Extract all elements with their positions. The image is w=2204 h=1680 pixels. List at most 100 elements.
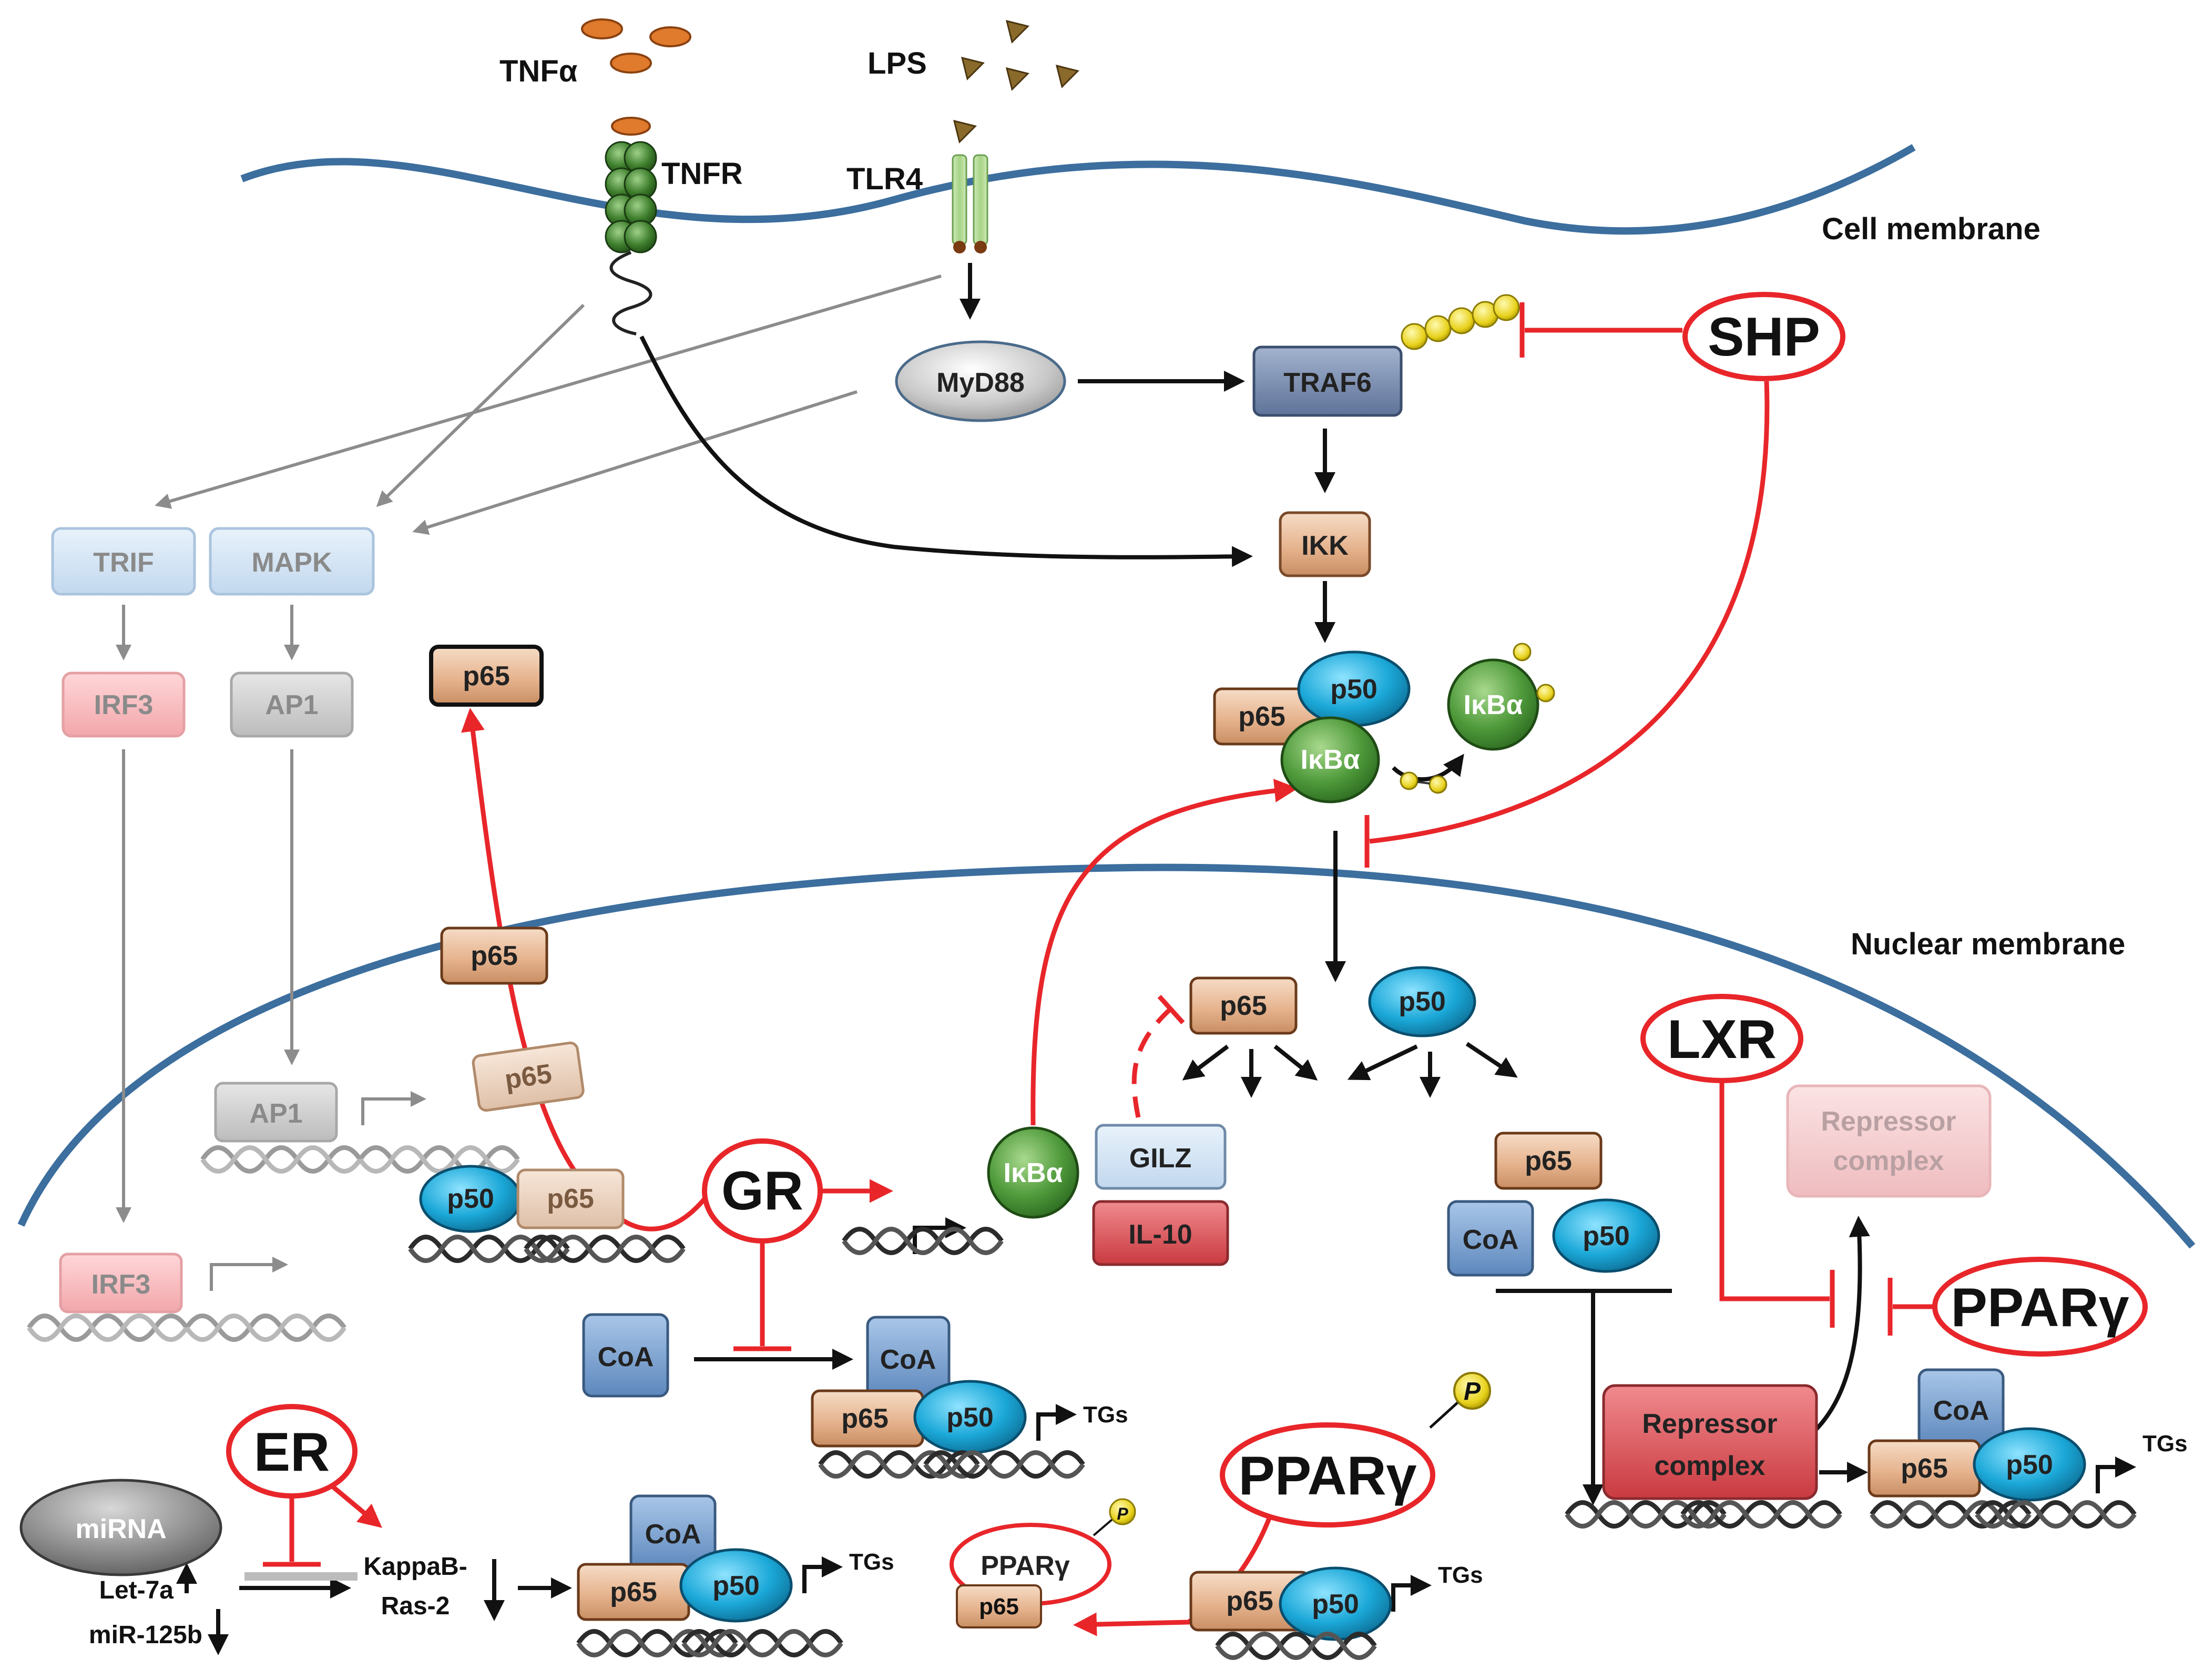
tnfa-ligands	[581, 18, 691, 136]
gilz-node	[1095, 1124, 1227, 1190]
ap1-label: AP1	[265, 690, 318, 720]
p65-dna-faded	[516, 1168, 625, 1229]
irf3-label: IRF3	[94, 690, 154, 720]
p50-right-label: p50	[1583, 1221, 1630, 1251]
coa-free-label: CoA	[598, 1342, 654, 1372]
ikba-complex-label: IκBα	[1301, 745, 1360, 775]
p50-complex-label: p50	[1330, 674, 1377, 705]
tlr4-label: TLR4	[846, 162, 923, 196]
gr-dna-a	[410, 1237, 568, 1261]
p65-bottom-label: p65	[610, 1577, 657, 1607]
p65-nuclear-pore	[440, 926, 548, 985]
p50-pparg-label: p50	[1312, 1589, 1359, 1620]
cell-membrane	[240, 144, 1916, 235]
mapk-label: MAPK	[251, 547, 332, 578]
p50-right-node	[1552, 1198, 1660, 1273]
ikk-node	[1279, 511, 1371, 577]
irf3-nuclear-node	[59, 1253, 183, 1314]
traf6-label: TRAF6	[1283, 368, 1372, 398]
repressor-faded-line1: Repressor	[1821, 1106, 1956, 1137]
mirna-label: miRNA	[75, 1514, 166, 1544]
p65-dna-faded-label: p65	[547, 1184, 594, 1214]
irf3-dna	[29, 1316, 187, 1340]
traf6-node	[1252, 345, 1403, 417]
pparg-phosphate	[1453, 1372, 1491, 1410]
cell-membrane-label: Cell membrane	[1822, 212, 2040, 246]
p65-nuclear-faded	[472, 1041, 585, 1112]
ap1-nuclear-node	[214, 1082, 338, 1143]
pparg-small-p-stem	[1093, 1519, 1113, 1536]
repressor-active-node	[1602, 1384, 1818, 1500]
p65-right-label: p65	[1525, 1146, 1572, 1176]
ap1-nuclear-label: AP1	[249, 1098, 302, 1129]
pparg-center-ring	[1220, 1422, 1435, 1528]
irf3-node	[62, 671, 186, 738]
lps-label: LPS	[868, 46, 927, 80]
pparg-center-label: PPARγ	[1238, 1445, 1416, 1506]
coa-target-label: CoA	[880, 1345, 936, 1375]
p65-nuclear-free	[1189, 976, 1298, 1035]
shp-label: SHP	[1708, 307, 1820, 368]
mapk-node	[209, 527, 375, 596]
myd88-label: MyD88	[936, 368, 1025, 398]
irf3-nuclear-label: IRF3	[91, 1269, 151, 1300]
pparg-dna	[1217, 1634, 1375, 1658]
er-label: ER	[254, 1422, 330, 1483]
phosphate-pair	[1400, 771, 1447, 794]
il10-label: IL-10	[1128, 1219, 1192, 1250]
coa-far-label: CoA	[1933, 1396, 1989, 1426]
pparg-small-phosphate-label: P	[1117, 1504, 1128, 1523]
ikba-phosphates	[1513, 643, 1555, 702]
faded-pathway-arrows	[116, 274, 942, 1291]
p65-cytoplasm-label: p65	[463, 661, 510, 691]
ikba-phosphorylated-node	[1447, 658, 1539, 751]
ap1-dna-b	[360, 1148, 518, 1172]
tnfr-receptor	[605, 141, 657, 335]
mirna-bar	[244, 1572, 358, 1581]
p65-exported-small	[956, 1584, 1042, 1628]
p65-nuclear-pore-label: p65	[471, 941, 518, 971]
tgs-label-far: TGs	[2142, 1431, 2188, 1457]
p65-complex-label: p65	[1238, 701, 1285, 732]
repressor-faded-line2: complex	[1833, 1146, 1944, 1176]
mirna-node	[19, 1479, 222, 1576]
p65-nuclear-free-label: p65	[1220, 991, 1267, 1021]
p50-nuclear-free-label: p50	[1399, 986, 1446, 1017]
coa-bottom-label: CoA	[645, 1519, 701, 1550]
pparg-phosphate-label: P	[1464, 1378, 1481, 1406]
coa-right-node	[1447, 1200, 1534, 1277]
pparg-right-label: PPARγ	[1951, 1277, 2129, 1338]
tgs-label-pparg: TGs	[1438, 1562, 1483, 1588]
nuclear-membrane	[17, 863, 2196, 1249]
gilz-label: GILZ	[1129, 1143, 1191, 1174]
repressor-active-line1: Repressor	[1642, 1409, 1777, 1439]
gr-ring	[702, 1138, 823, 1244]
tnfr-label: TNFR	[661, 157, 743, 191]
p50-nuclear-free	[1368, 966, 1476, 1037]
ikba-complex-node	[1280, 716, 1380, 803]
trif-node	[51, 527, 196, 596]
ikba-nuclear-label: IκBα	[1004, 1158, 1063, 1188]
repressor-dna-b	[1682, 1503, 1840, 1526]
repressor-faded-node	[1786, 1084, 1992, 1198]
tlr4-receptor	[952, 154, 988, 253]
p50-dna-label: p50	[447, 1184, 494, 1214]
p65-nuclear-faded-label: p65	[503, 1058, 554, 1095]
p50-far-node	[1973, 1427, 2086, 1502]
kappab-label-line2: Ras-2	[381, 1592, 450, 1620]
er-ring	[226, 1404, 358, 1499]
p50-target-label: p50	[946, 1402, 994, 1433]
ubiquitin-chain	[1401, 294, 1520, 350]
coa-free-node	[582, 1313, 669, 1398]
pparg-p-stem	[1429, 1400, 1460, 1429]
lxr-label: LXR	[1667, 1009, 1777, 1070]
p65-exported-small-label: p65	[979, 1594, 1019, 1620]
irf3-dna-b	[187, 1316, 344, 1340]
p65-pparg-label: p65	[1226, 1586, 1273, 1616]
ikba-phosphorylated-label: IκBα	[1464, 690, 1523, 720]
ap1-node	[230, 671, 354, 738]
p50-bottom-label: p50	[712, 1571, 760, 1601]
tgs-label-coa: TGs	[1083, 1402, 1128, 1428]
shp-ring	[1682, 292, 1845, 381]
